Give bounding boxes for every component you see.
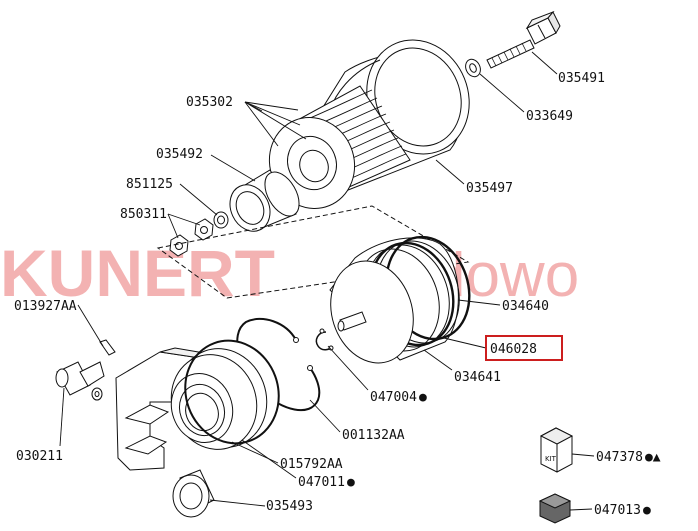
piston-034640-drawing bbox=[329, 235, 471, 364]
part-label-047011[interactable]: 047011● bbox=[298, 475, 355, 490]
boot-015792AA-drawing bbox=[170, 339, 280, 450]
part-label-035497[interactable]: 035497 bbox=[466, 181, 513, 196]
part-label-047004[interactable]: 047004● bbox=[370, 390, 427, 405]
part-label-047378[interactable]: 047378●▲ bbox=[596, 450, 661, 465]
availability-marker: ● bbox=[419, 390, 427, 405]
part-label-034640[interactable]: 034640 bbox=[502, 299, 549, 314]
availability-marker: ● bbox=[347, 475, 355, 490]
part-label-035493[interactable]: 035493 bbox=[266, 499, 313, 514]
availability-marker: ●▲ bbox=[645, 450, 661, 465]
highlight-box bbox=[485, 335, 563, 361]
nuts-850311-drawing bbox=[169, 218, 214, 257]
dashed-assembly-outline bbox=[156, 205, 470, 299]
availability-marker: ● bbox=[643, 503, 651, 518]
part-label-046028[interactable]: 046028 bbox=[490, 342, 537, 357]
fitting-030211-drawing bbox=[55, 361, 105, 401]
watermark: KUNERT Ladowo bbox=[0, 236, 579, 310]
part-label-033649[interactable]: 033649 bbox=[526, 109, 573, 124]
grease-block-047013-drawing bbox=[538, 493, 572, 524]
kit-box-047378-drawing: KIT bbox=[539, 427, 574, 473]
bushing-035493-drawing bbox=[172, 469, 215, 518]
part-label-034641[interactable]: 034641 bbox=[454, 370, 501, 385]
part-label-015792AA[interactable]: 015792AA bbox=[280, 457, 343, 472]
part-label-030211[interactable]: 030211 bbox=[16, 449, 63, 464]
washer-033649-drawing bbox=[465, 58, 481, 78]
tube-035492-drawing bbox=[229, 169, 300, 232]
leader-lines bbox=[59, 51, 595, 511]
part-label-851125[interactable]: 851125 bbox=[126, 177, 173, 192]
part-label-001132AA[interactable]: 001132AA bbox=[342, 428, 405, 443]
kit-box-label: KIT bbox=[545, 455, 557, 463]
part-label-035492[interactable]: 035492 bbox=[156, 147, 203, 162]
part-label-047013[interactable]: 047013● bbox=[594, 503, 651, 518]
part-label-850311[interactable]: 850311 bbox=[120, 207, 167, 222]
clip-047004-drawing bbox=[315, 328, 334, 351]
part-label-035491[interactable]: 035491 bbox=[558, 71, 605, 86]
part-label-035302[interactable]: 035302 bbox=[186, 95, 233, 110]
pin-013927AA-drawing bbox=[99, 339, 116, 356]
part-label-013927AA[interactable]: 013927AA bbox=[14, 299, 77, 314]
washer-851125-drawing bbox=[213, 211, 229, 229]
bolt-035491-drawing bbox=[486, 10, 561, 69]
